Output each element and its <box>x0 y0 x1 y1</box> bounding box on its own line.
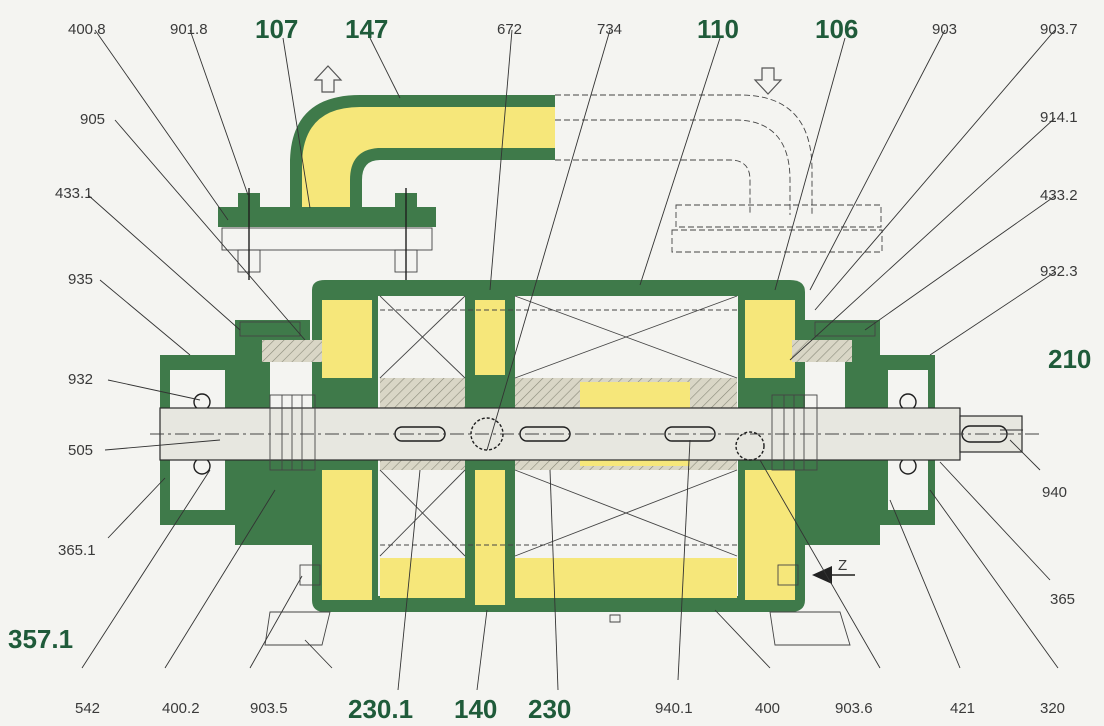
label-734: 734 <box>597 21 622 38</box>
label-903-7: 903.7 <box>1040 21 1078 38</box>
inlet-pipe <box>290 95 555 215</box>
label-940: 940 <box>1042 484 1067 501</box>
label-365: 365 <box>1050 591 1075 608</box>
label-365-1: 365.1 <box>58 542 96 559</box>
label-357-1: 357.1 <box>8 624 73 654</box>
label-672: 672 <box>497 21 522 38</box>
inlet-flange <box>218 188 436 280</box>
shaft <box>150 407 1040 461</box>
label-932-3: 932.3 <box>1040 263 1078 280</box>
leader-lines <box>81 29 1059 691</box>
label-903-6: 903.6 <box>835 700 873 717</box>
label-106: 106 <box>815 14 858 44</box>
label-140: 140 <box>454 694 497 724</box>
label-147: 147 <box>345 14 388 44</box>
label-110: 110 <box>697 14 739 44</box>
label-505: 505 <box>68 442 93 459</box>
label-903: 903 <box>932 21 957 38</box>
label-940-1: 940.1 <box>655 700 693 717</box>
label-901-8: 901.8 <box>170 21 208 38</box>
label-210: 210 <box>1048 344 1091 374</box>
label-914-1: 914.1 <box>1040 109 1078 126</box>
label-107: 107 <box>255 14 298 44</box>
label-400-8: 400.8 <box>68 21 106 38</box>
label-932: 932 <box>68 371 93 388</box>
inlet-arrow-icon <box>313 65 343 93</box>
label-view-z: Z <box>838 557 847 574</box>
label-400-2: 400.2 <box>162 700 200 717</box>
outlet-flange <box>671 204 883 253</box>
feet <box>264 564 851 646</box>
view-z-arrow-icon <box>812 566 855 584</box>
left-seal <box>269 394 316 471</box>
label-542: 542 <box>75 700 100 717</box>
label-421: 421 <box>950 700 975 717</box>
label-230-1: 230.1 <box>348 694 413 724</box>
label-905: 905 <box>80 111 105 128</box>
label-903-5: 903.5 <box>250 700 288 717</box>
label-433-2: 433.2 <box>1040 187 1078 204</box>
label-230: 230 <box>528 694 571 724</box>
right-seal <box>771 394 818 471</box>
label-320: 320 <box>1040 700 1065 717</box>
label-433-1: 433.1 <box>55 185 93 202</box>
outlet-pipe <box>555 94 813 215</box>
outlet-arrow-icon <box>753 67 783 95</box>
label-400: 400 <box>755 700 780 717</box>
part-labels: 400.8 901.8 107 147 672 734 110 106 903 … <box>8 14 1091 724</box>
drain-arrow-icon <box>609 614 621 623</box>
label-935: 935 <box>68 271 93 288</box>
